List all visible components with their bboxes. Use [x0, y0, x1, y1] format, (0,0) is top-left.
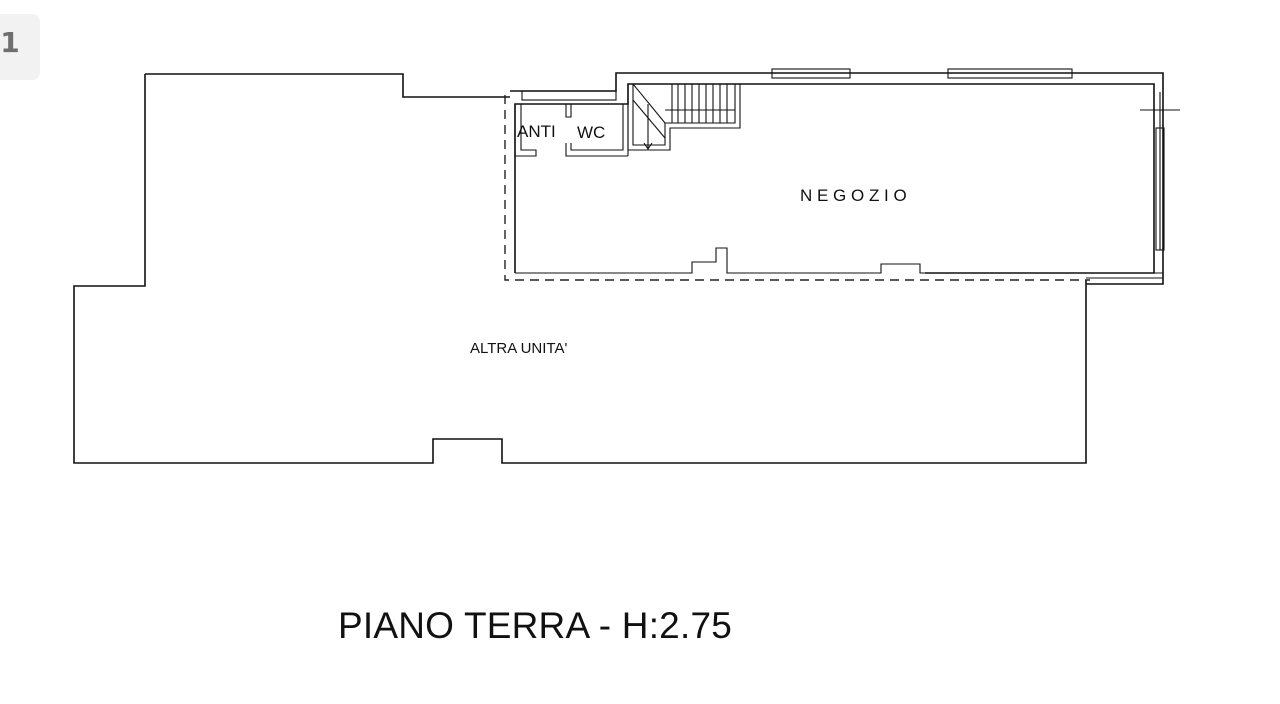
room-label-anti: ANTI — [517, 122, 556, 141]
room-label-altra-unita: ALTRA UNITA' — [470, 340, 567, 357]
altra-unita-outline — [73, 73, 1087, 464]
negozio-bottom-wall — [515, 247, 925, 274]
negozio-inner-wall — [514, 83, 1155, 274]
top-windows — [521, 68, 1073, 101]
room-label-wc: WC — [577, 123, 605, 142]
floor-title: PIANO TERRA - H:2.75 — [338, 605, 732, 646]
page-indicator: 1 — [0, 14, 40, 80]
service-block — [514, 104, 629, 157]
room-label-negozio: N E G O Z I O — [800, 186, 907, 205]
corner-glazing — [1086, 272, 1163, 279]
unit-boundary-dashed — [504, 95, 1090, 281]
page-number: 1 — [0, 26, 20, 59]
staircase — [627, 83, 741, 151]
right-window — [1140, 92, 1180, 251]
